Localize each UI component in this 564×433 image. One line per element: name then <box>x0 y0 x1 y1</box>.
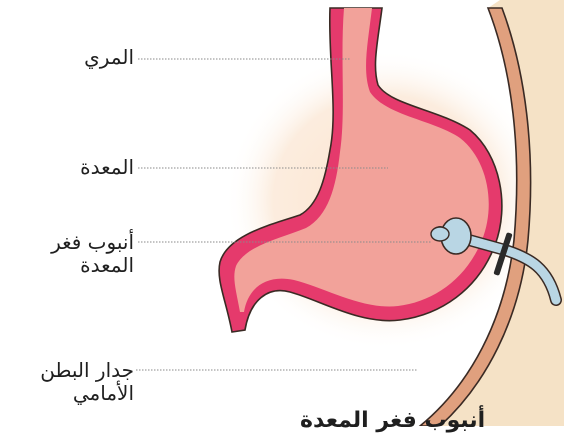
label-abdominal-wall-line2: الأمامي <box>40 382 134 405</box>
label-esophagus: المري <box>84 46 134 69</box>
figure-caption: أنبوب فغر المعدة <box>300 408 485 433</box>
label-abdominal-wall: جدار البطن الأمامي <box>40 359 134 405</box>
gastrostomy-tip <box>431 227 449 241</box>
label-stomach: المعدة <box>80 156 134 179</box>
label-abdominal-wall-line1: جدار البطن <box>40 359 134 382</box>
label-gastrostomy-tube-line1: أنبوب فغر <box>51 231 134 254</box>
label-gastrostomy-tube-line2: المعدة <box>51 254 134 277</box>
label-gastrostomy-tube: أنبوب فغر المعدة <box>51 231 134 277</box>
